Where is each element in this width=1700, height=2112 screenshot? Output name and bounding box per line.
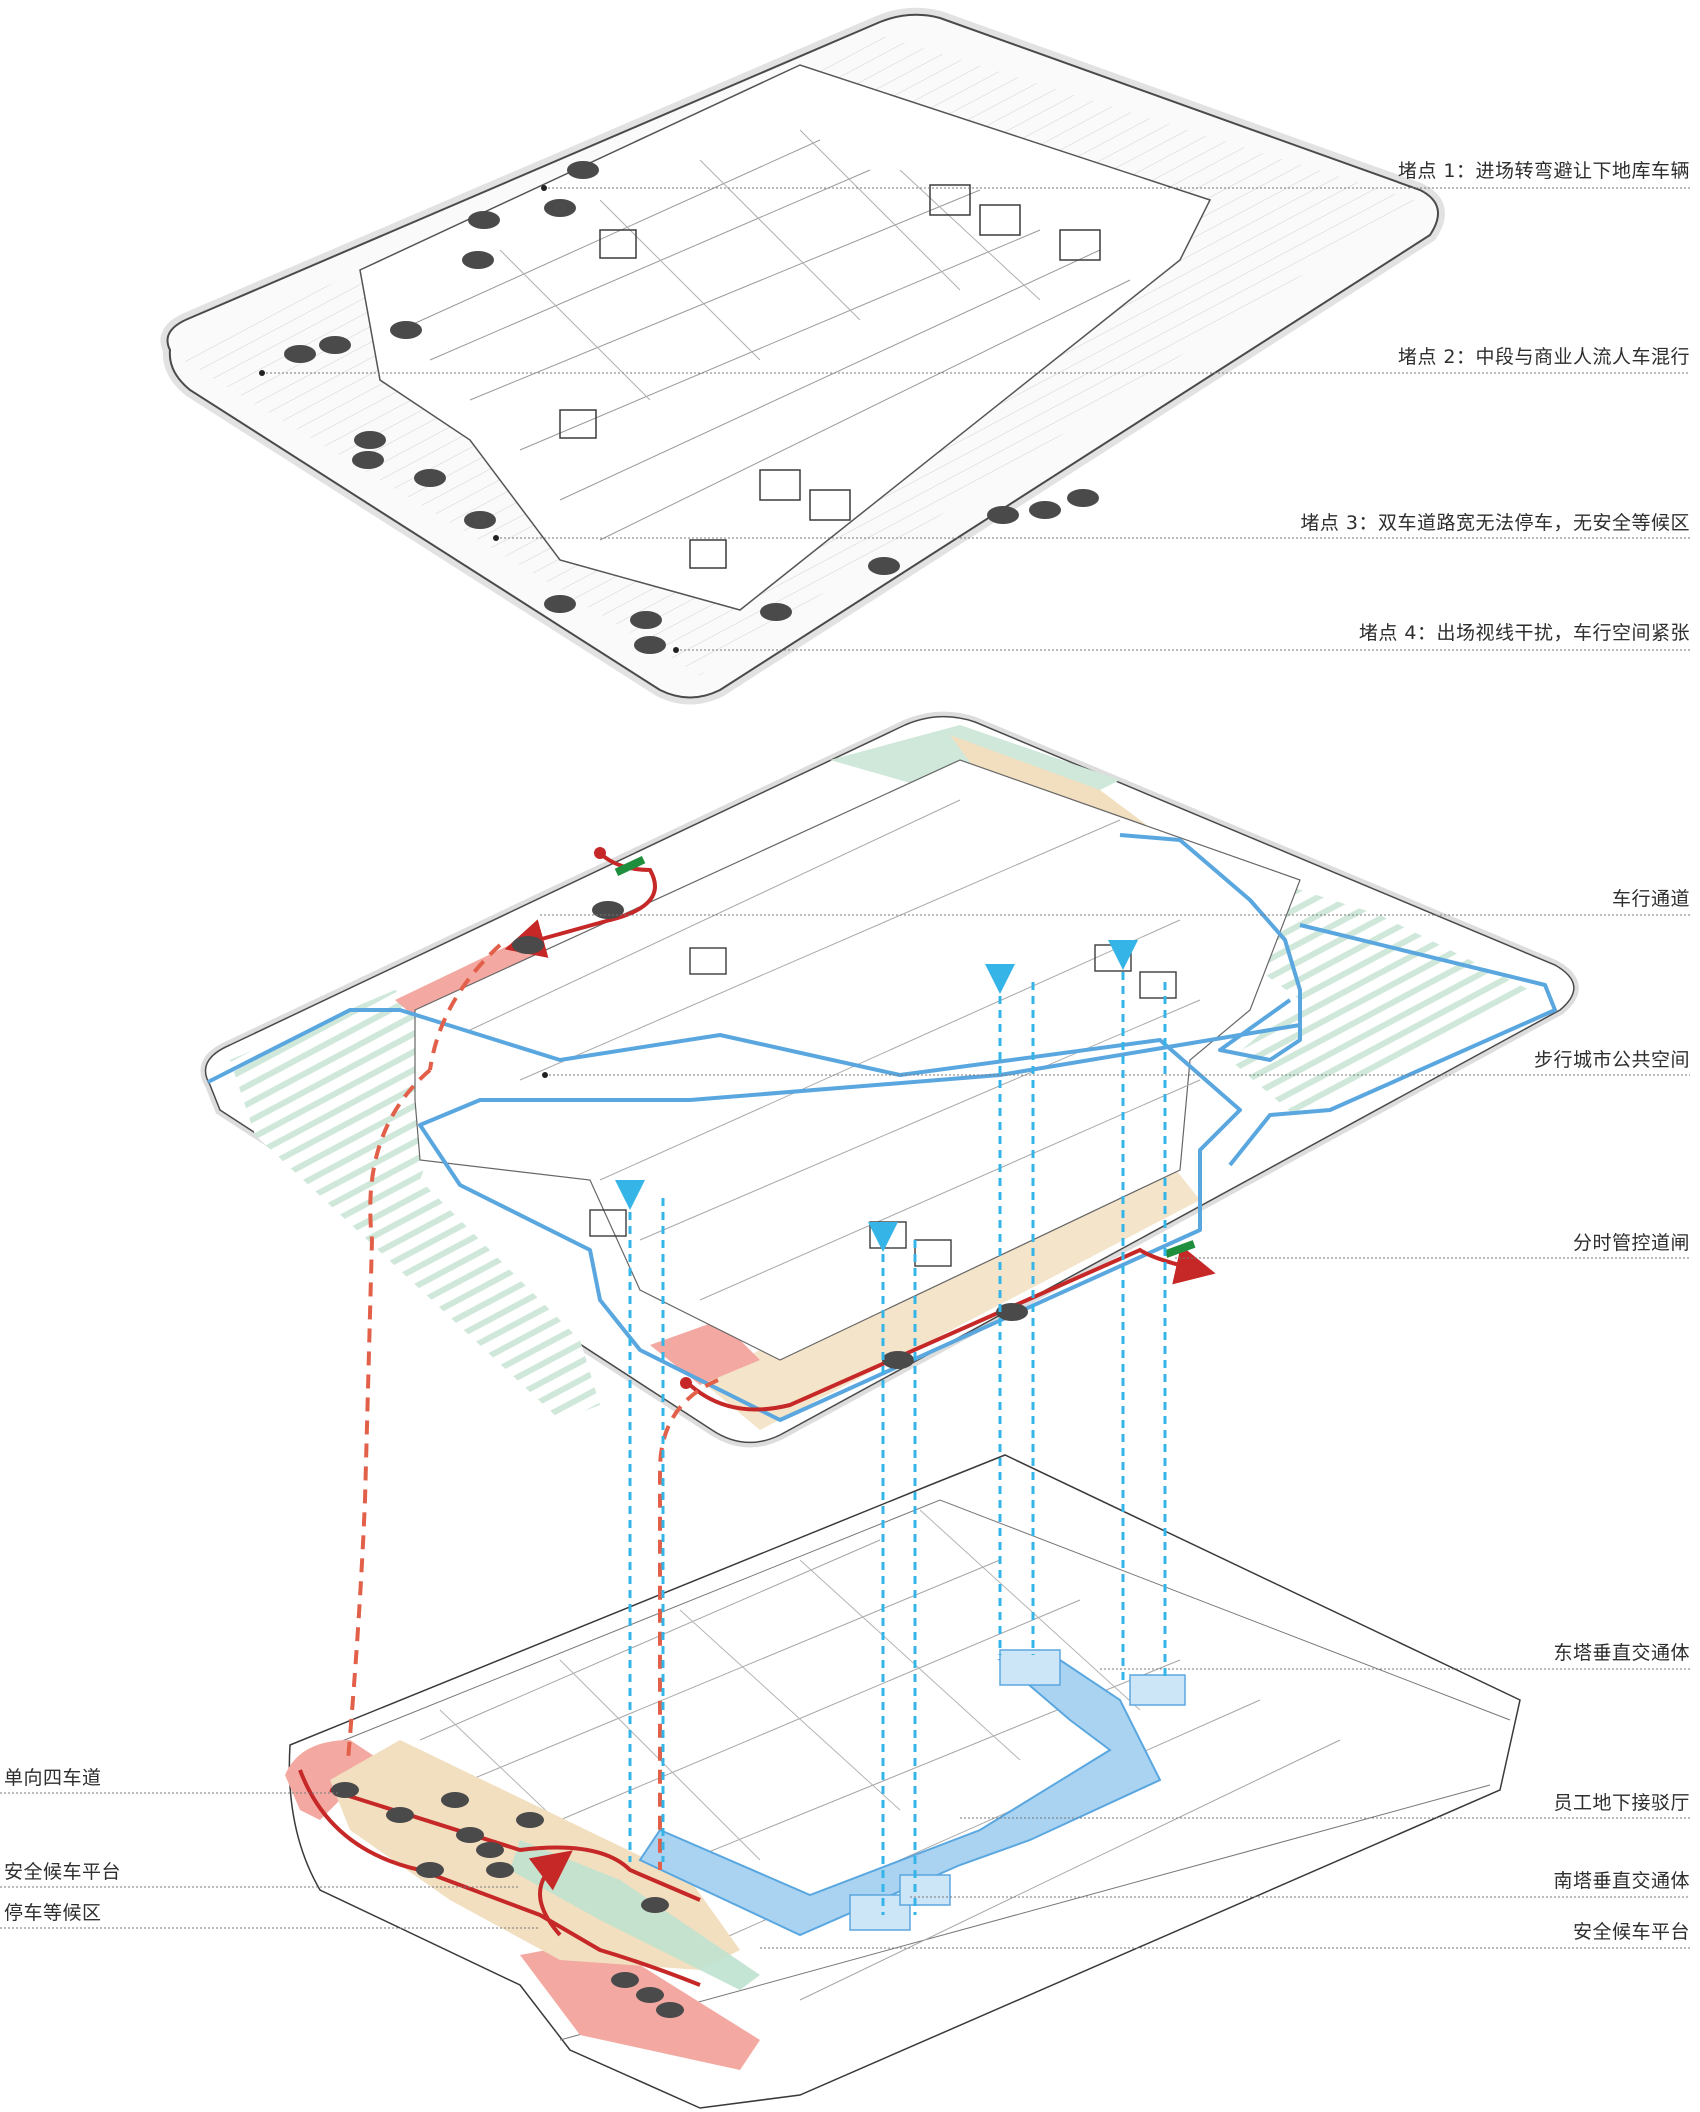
gate-icon bbox=[614, 856, 646, 876]
label-one-way-lanes: 单向四车道 bbox=[4, 1767, 102, 1789]
green-landscape-zone bbox=[230, 990, 600, 1420]
car-icons bbox=[284, 161, 1099, 654]
leader-lines bbox=[262, 187, 1690, 651]
label-waiting-area: 停车等候区 bbox=[4, 1902, 102, 1924]
existing-ground-level bbox=[160, 7, 1690, 705]
basement-level bbox=[0, 1454, 1690, 2109]
label-south-tower-core: 南塔垂直交通体 bbox=[1553, 1870, 1690, 1892]
label-pain-point-1: 堵点 1：进场转弯避让下地库车辆 bbox=[1397, 160, 1690, 182]
label-pain-point-4: 堵点 4：出场视线干扰，车行空间紧张 bbox=[1358, 622, 1690, 644]
label-safe-platform-right: 安全候车平台 bbox=[1572, 1921, 1690, 1943]
gate-icon bbox=[1164, 1240, 1196, 1258]
label-pedestrian-space: 步行城市公共空间 bbox=[1533, 1049, 1690, 1071]
label-staff-lobby: 员工地下接驳厅 bbox=[1553, 1792, 1690, 1814]
car-icons bbox=[331, 1782, 684, 2018]
leader-lines bbox=[0, 1668, 1690, 1949]
label-vehicle-lane: 车行通道 bbox=[1611, 888, 1690, 910]
label-east-tower-core: 东塔垂直交通体 bbox=[1553, 1642, 1690, 1664]
proposed-ground-level bbox=[200, 711, 1690, 1448]
pedestrian-space-outline bbox=[207, 833, 1557, 1422]
vehicle-route-exit bbox=[688, 1245, 1216, 1412]
label-timed-gate: 分时管控道闸 bbox=[1572, 1232, 1690, 1254]
vertical-connectors bbox=[346, 940, 1167, 1915]
vehicle-ramp-link bbox=[346, 1068, 432, 1761]
label-safe-platform-left: 安全候车平台 bbox=[4, 1861, 122, 1883]
label-pain-point-2: 堵点 2：中段与商业人流人车混行 bbox=[1397, 346, 1690, 368]
label-pain-point-3: 堵点 3：双车道路宽无法停车，无安全等候区 bbox=[1300, 512, 1690, 534]
vehicle-route-entry bbox=[504, 853, 657, 958]
leader-lines bbox=[540, 914, 1690, 1259]
